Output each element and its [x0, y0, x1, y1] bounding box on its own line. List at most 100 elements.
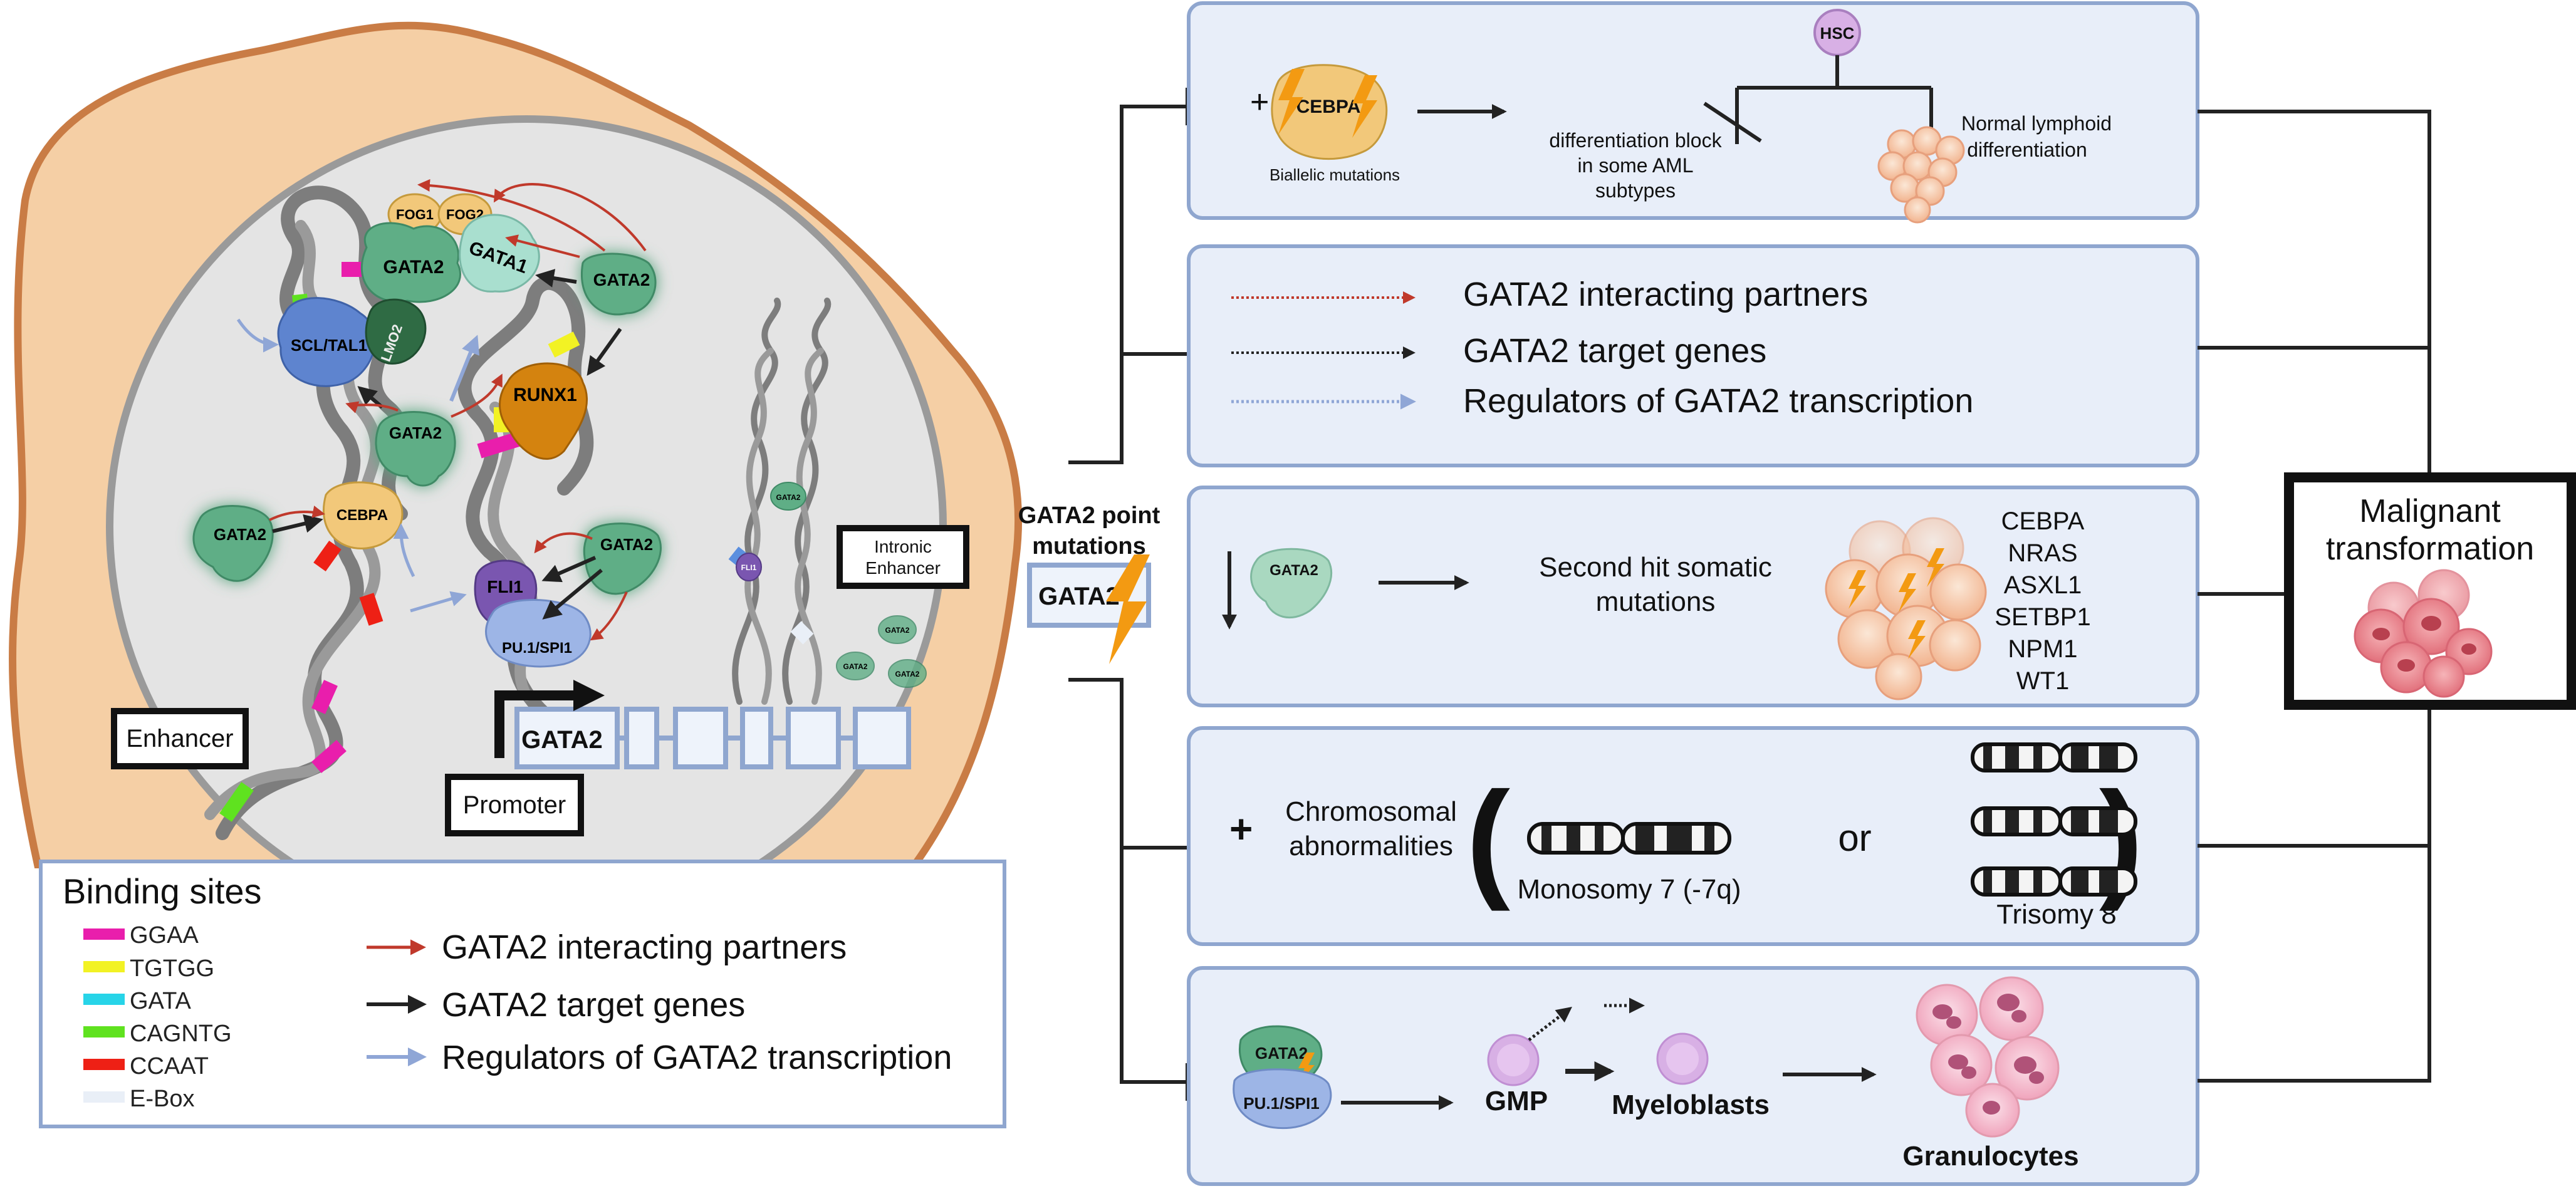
- svg-text:GATA2 target genes: GATA2 target genes: [442, 986, 745, 1024]
- svg-text:differentiation: differentiation: [1967, 138, 2087, 161]
- gata2-protein-right: GATA2: [581, 252, 657, 316]
- svg-text:PU.1/SPI1: PU.1/SPI1: [502, 640, 572, 657]
- nucleus-arrows: [236, 179, 647, 641]
- svg-text:TGTGG: TGTGG: [130, 955, 214, 982]
- svg-text:CEBPA: CEBPA: [2001, 507, 2085, 535]
- mutation-bolt-icons: [1849, 548, 1944, 659]
- svg-text:CCAAT: CCAAT: [130, 1053, 209, 1079]
- mutated-cells-cluster: [1825, 517, 1987, 700]
- fli1-protein-small: FLI1: [736, 553, 762, 581]
- svg-text:+: +: [1229, 806, 1253, 851]
- svg-text:HSC: HSC: [1820, 24, 1855, 43]
- mutation-bolt-icon: [1278, 69, 1305, 135]
- svg-text:GATA2: GATA2: [843, 662, 868, 671]
- legend-sites: GGAA TGTGG GATA CAGNTG CCAAT E-Box: [83, 922, 232, 1112]
- malignant-transformation-box: Malignant transformation: [2284, 472, 2576, 710]
- svg-text:PU.1/SPI1: PU.1/SPI1: [1243, 1094, 1319, 1113]
- pu1-protein: PU.1/SPI1: [485, 599, 592, 668]
- gmp-cell: GMP: [1485, 1034, 1548, 1116]
- gata2-protein-small-top: GATA2: [770, 482, 806, 511]
- cebpa-protein-panel: CEBPA: [1271, 64, 1388, 160]
- svg-text:GATA2 interacting partners: GATA2 interacting partners: [442, 928, 847, 966]
- svg-text:Malignant: Malignant: [2359, 493, 2501, 529]
- svg-text:Trisomy 8: Trisomy 8: [1996, 899, 2117, 930]
- svg-text:RUNX1: RUNX1: [513, 385, 577, 405]
- panel4-content: + Chromosomal abnormalities ( ) Monosomy…: [1229, 742, 2143, 930]
- svg-text:CAGNTG: CAGNTG: [130, 1021, 232, 1047]
- svg-text:GATA2: GATA2: [600, 535, 653, 554]
- svg-text:GMP: GMP: [1485, 1086, 1548, 1116]
- svg-text:Regulators of GATA2 transcript: Regulators of GATA2 transcription: [442, 1039, 952, 1076]
- point-mutations: GATA2 point mutations GATA2: [1018, 502, 1160, 664]
- svg-text:GATA2 point: GATA2 point: [1018, 502, 1160, 529]
- svg-text:SETBP1: SETBP1: [1995, 603, 2090, 631]
- svg-text:GATA: GATA: [130, 988, 191, 1014]
- mutation-bolt-icon: [1106, 554, 1150, 664]
- panel-legend-right: [1187, 244, 2199, 467]
- gene-label: GATA2: [521, 726, 603, 754]
- svg-text:GATA2: GATA2: [389, 424, 442, 442]
- svg-text:FOG1: FOG1: [396, 207, 434, 222]
- block-bar: [1703, 101, 1762, 143]
- svg-text:in some AML: in some AML: [1578, 154, 1694, 177]
- svg-text:GATA2 target genes: GATA2 target genes: [1463, 332, 1766, 370]
- svg-text:GATA2: GATA2: [895, 670, 920, 679]
- gata2-protein-middle: GATA2: [375, 411, 456, 487]
- gata2-protein-small-2: GATA2: [836, 652, 875, 680]
- svg-text:GATA2: GATA2: [885, 626, 910, 635]
- svg-text:GATA2: GATA2: [214, 525, 266, 544]
- svg-text:WT1: WT1: [2016, 667, 2069, 695]
- svg-text:GATA2 interacting partners: GATA2 interacting partners: [1463, 276, 1868, 313]
- svg-text:mutations: mutations: [1032, 533, 1146, 559]
- svg-text:Myeloblasts: Myeloblasts: [1612, 1089, 1770, 1120]
- svg-text:Second hit somatic: Second hit somatic: [1539, 552, 1772, 583]
- svg-text:NRAS: NRAS: [2008, 539, 2077, 567]
- enhancer-label-box: Enhancer: [111, 708, 249, 769]
- svg-text:Promoter: Promoter: [463, 791, 566, 819]
- svg-text:subtypes: subtypes: [1595, 179, 1676, 202]
- proteins: FOG1 FOG2 GATA2 GATA1 SCL/TAL1 LMO2 GATA…: [192, 193, 927, 688]
- chromosome-monosomy: [1527, 822, 1731, 855]
- myeloblast-cell: Myeloblasts: [1612, 1032, 1770, 1120]
- gata2-protein-fli1: GATA2: [583, 523, 662, 595]
- runx1-protein: RUNX1: [499, 362, 588, 460]
- svg-text:differentiation block: differentiation block: [1549, 129, 1722, 152]
- svg-text:Biallelic mutations: Biallelic mutations: [1270, 165, 1400, 184]
- svg-text:GATA2: GATA2: [1038, 583, 1120, 610]
- svg-text:GGAA: GGAA: [130, 922, 199, 949]
- svg-text:GATA2: GATA2: [383, 257, 444, 278]
- legend: Binding sites GGAA TGTGG GATA CAGNTG CCA…: [39, 860, 1006, 1128]
- svg-text:+: +: [1250, 84, 1269, 120]
- svg-text:mutations: mutations: [1596, 586, 1716, 617]
- gata2-gata1-complex: GATA2 GATA1: [360, 214, 540, 303]
- malignant-cells: [2354, 569, 2493, 698]
- cebpa-protein-nucleus: CEBPA: [322, 481, 404, 549]
- legend-title: Binding sites: [63, 871, 262, 911]
- mutation-bolt-icon: [1352, 75, 1377, 138]
- gata2-protein-panel: GATA2: [1250, 548, 1332, 619]
- svg-text:FLI1: FLI1: [741, 563, 757, 572]
- hsc-cell: HSC: [1813, 9, 1861, 56]
- promoter-label-box: Promoter: [445, 774, 584, 836]
- svg-text:E-Box: E-Box: [130, 1086, 194, 1112]
- gata2-protein-small-1: GATA2: [878, 615, 917, 644]
- binding-sites-on-dna: [219, 262, 814, 822]
- svg-text:CEBPA: CEBPA: [1296, 96, 1361, 117]
- scl-tal1-protein: SCL/TAL1: [277, 297, 376, 387]
- panel3-content: GATA2 Second hit somatic mutations CEBPA…: [1222, 507, 2091, 700]
- promoter-arrow: [494, 690, 583, 758]
- panels: [1187, 1, 2199, 1186]
- gata2-protein-small-3: GATA2: [888, 659, 927, 688]
- lymphoid-cells-cluster: [1877, 126, 1965, 224]
- intronic-enhancer-label-box: Intronic Enhancer: [837, 525, 969, 589]
- panel5-content: GATA2 PU.1/SPI1 GMP Myeloblasts: [1233, 976, 2079, 1172]
- lmo2-protein: LMO2: [365, 298, 427, 365]
- svg-text:or: or: [1838, 817, 1871, 859]
- svg-text:GATA2: GATA2: [593, 270, 650, 289]
- svg-text:GATA2: GATA2: [1270, 562, 1318, 579]
- svg-text:Intronic: Intronic: [874, 537, 932, 556]
- chromosome-trisomy: [1971, 742, 2137, 897]
- svg-text:Enhancer: Enhancer: [865, 558, 941, 578]
- svg-text:NPM1: NPM1: [2008, 635, 2077, 663]
